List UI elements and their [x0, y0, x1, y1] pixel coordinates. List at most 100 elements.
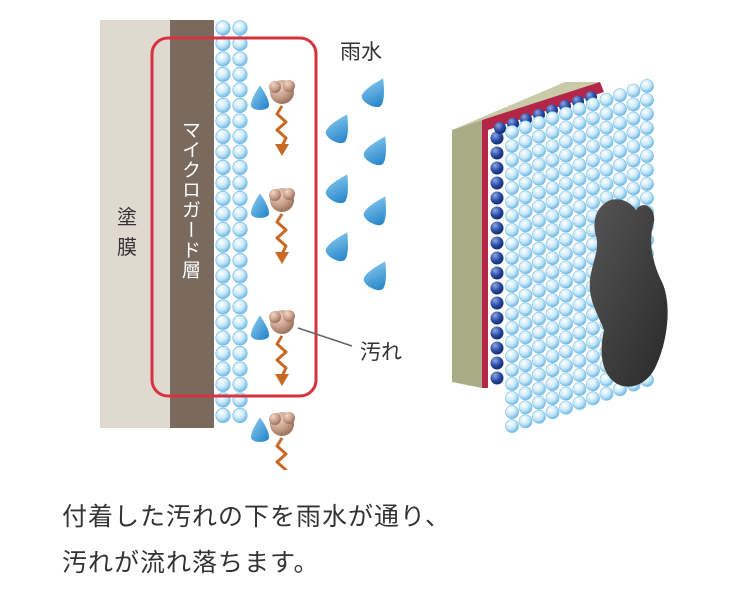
panel-bead	[545, 279, 560, 294]
rain-drop	[325, 174, 348, 204]
panel-bead	[572, 340, 587, 354]
panel-bead	[626, 111, 641, 126]
panel-bead	[599, 162, 614, 177]
water-bead	[232, 361, 248, 377]
water-bead	[215, 66, 231, 83]
panel-bead	[545, 223, 560, 238]
panel-bead	[640, 121, 654, 135]
panel-bead	[532, 367, 546, 382]
water-bead	[215, 190, 231, 207]
panel-bead	[640, 177, 654, 191]
panel-bead	[545, 363, 560, 378]
panel-bead	[532, 339, 546, 354]
diagram: 塗膜 マイクロガード層 雨水 汚れ	[100, 20, 668, 488]
dirt-particle	[269, 81, 281, 93]
panel-bead	[572, 270, 587, 284]
panel-bead	[572, 354, 587, 368]
panel-bead	[559, 204, 573, 219]
panel-bead	[559, 344, 573, 359]
panel-bead	[518, 330, 533, 345]
water-bead	[215, 35, 231, 52]
panel-bead	[572, 228, 587, 242]
panel-bead	[545, 111, 560, 126]
panel-bead	[532, 255, 546, 270]
panel-bead	[518, 162, 533, 177]
water-bead	[215, 51, 231, 67]
panel-bead	[518, 148, 533, 163]
water-bead	[232, 51, 248, 67]
rain-drop-shape	[363, 261, 386, 291]
panel-bead	[532, 283, 546, 298]
panel-bead	[518, 260, 533, 275]
panel-bead	[518, 386, 533, 401]
panel-bead	[545, 195, 560, 210]
panel-bead	[545, 251, 560, 266]
caption-line-2: 汚れが流れ落ちます。	[62, 548, 320, 577]
panel-bead	[626, 83, 641, 98]
dark-bead	[490, 341, 504, 355]
panel-bead	[545, 209, 560, 224]
rain-drop	[325, 232, 348, 262]
panel-bead	[559, 260, 573, 275]
rain-drop	[325, 114, 348, 144]
panel-bead	[626, 97, 641, 112]
panel-bead	[518, 316, 533, 331]
panel-bead	[545, 265, 560, 280]
dark-bead	[490, 236, 504, 250]
small-droplet	[251, 85, 269, 110]
rain-drop-shape	[325, 114, 348, 144]
panel-bead	[613, 88, 627, 103]
panel-bead	[626, 167, 641, 182]
panel-bead	[518, 288, 533, 303]
small-droplet	[251, 193, 269, 218]
water-bead	[232, 144, 248, 160]
panel-bead	[572, 368, 587, 382]
panel-bead	[613, 102, 627, 117]
panel-bead	[572, 382, 587, 396]
water-bead	[215, 314, 231, 331]
panel-bead	[640, 107, 654, 121]
water-bead	[232, 113, 248, 129]
water-bead	[215, 345, 231, 362]
panel-bead	[586, 167, 600, 182]
panel-bead	[572, 284, 587, 298]
dark-bead	[490, 221, 504, 235]
panel-bead	[559, 316, 573, 331]
panel-bead	[532, 409, 546, 424]
paint-film-layer	[100, 20, 170, 428]
dark-bead	[490, 191, 504, 205]
dark-bead	[494, 122, 506, 134]
water-bead	[232, 206, 248, 222]
panel-bead	[505, 153, 519, 167]
panel-bead	[505, 195, 519, 209]
panel-bead	[518, 190, 533, 205]
water-bead	[215, 283, 231, 300]
panel-bead	[518, 232, 533, 247]
dirt-particle	[283, 412, 295, 424]
rain-drop	[363, 136, 386, 166]
panel-bead	[586, 139, 600, 154]
panel-bead	[518, 344, 533, 359]
panel-bead	[505, 391, 519, 405]
water-bead	[215, 97, 231, 114]
flow-arrow-head	[275, 252, 289, 264]
flow-arrow-head	[275, 144, 289, 156]
micro-guard-label: マイクロガード層	[179, 120, 201, 280]
panel-bead	[518, 302, 533, 317]
water-bead	[215, 175, 231, 191]
dark-bead	[490, 311, 504, 325]
panel-bead	[586, 125, 600, 140]
dark-bead	[490, 146, 504, 160]
water-bead	[232, 283, 248, 300]
panel-bead	[532, 311, 546, 326]
panel-bead	[599, 92, 614, 107]
panel-bead	[545, 335, 560, 350]
micro-guard-layer	[170, 20, 214, 428]
panel-bead	[545, 293, 560, 308]
dark-bead	[490, 206, 504, 220]
flow-arrow-line	[275, 105, 288, 147]
small-droplet	[251, 315, 269, 340]
panel-bead	[586, 321, 600, 336]
water-bead	[232, 299, 248, 315]
dark-bead	[490, 131, 504, 145]
